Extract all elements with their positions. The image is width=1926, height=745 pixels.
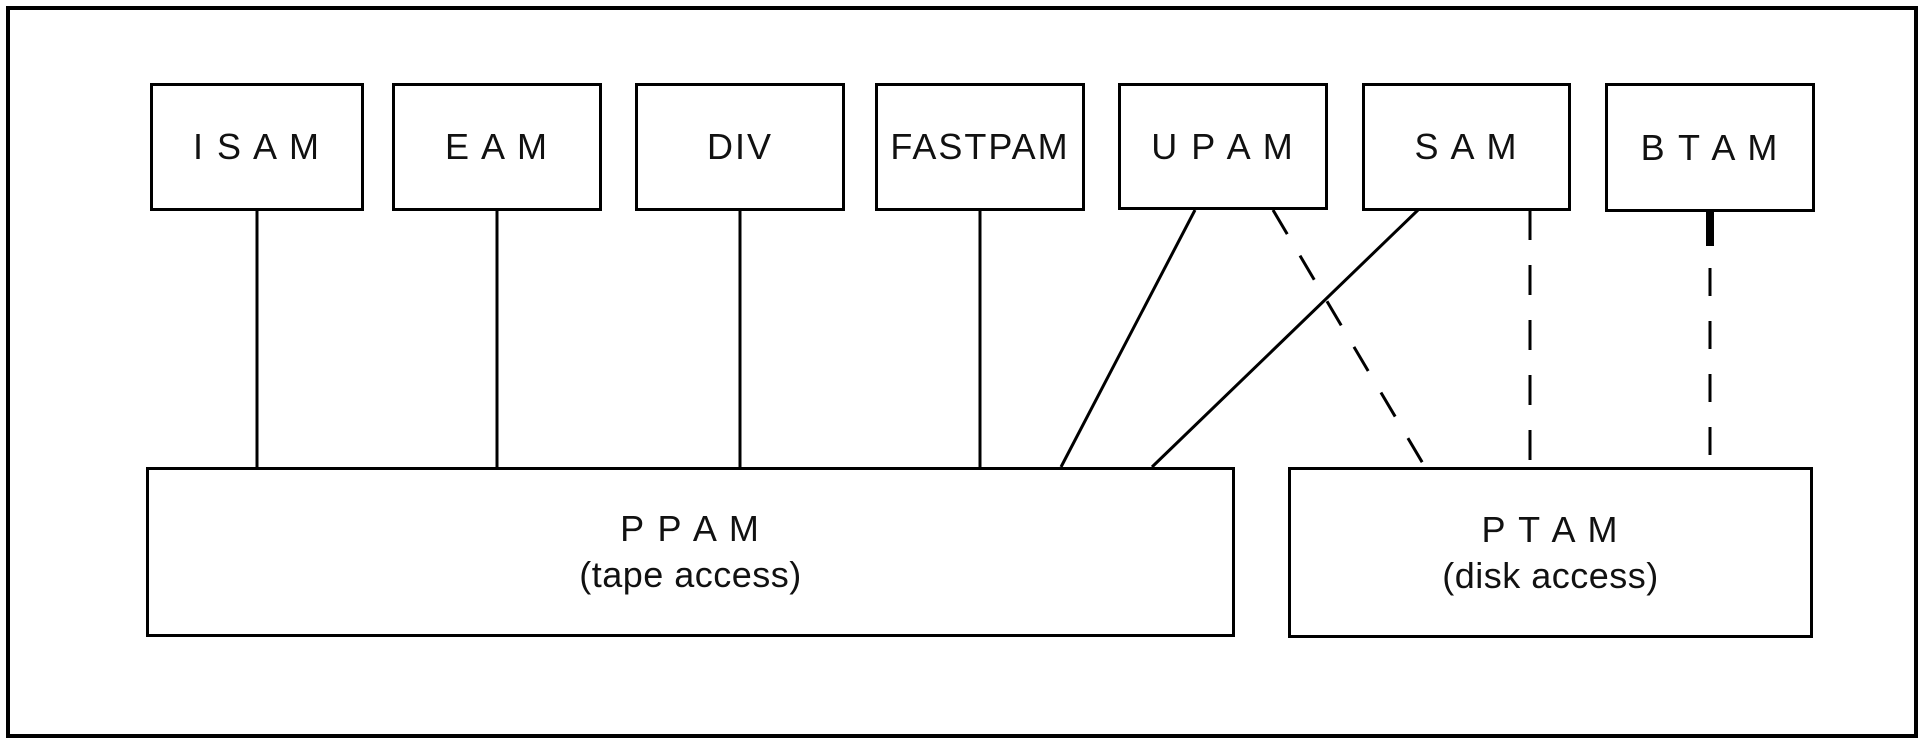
node-sam-label: S A M: [1414, 126, 1519, 167]
node-btam: B T A M: [1605, 83, 1815, 212]
node-eam: E A M: [392, 83, 602, 211]
node-ppam-sublabel: (tape access): [579, 554, 802, 595]
node-fastpam-label: FASTPAM: [890, 126, 1070, 167]
node-div: DIV: [635, 83, 845, 211]
node-fastpam: FASTPAM: [875, 83, 1085, 211]
node-upam: U P A M: [1118, 83, 1328, 210]
node-div-label: DIV: [706, 126, 773, 167]
node-ppam: P P A M (tape access): [146, 467, 1235, 637]
edge-sam-ppam: [1150, 208, 1420, 469]
node-ptam-label: P T A M: [1481, 508, 1620, 550]
node-ppam-label: P P A M: [620, 508, 761, 549]
node-ptam: P T A M (disk access): [1288, 467, 1813, 638]
node-eam-label: E A M: [444, 126, 550, 167]
node-upam-label: U P A M: [1151, 125, 1295, 167]
node-isam: I S A M: [150, 83, 364, 211]
edge-upam-ppam: [1059, 209, 1197, 468]
node-isam-label: I S A M: [192, 126, 322, 167]
node-ptam-sublabel: (disk access): [1442, 554, 1659, 596]
node-btam-label: B T A M: [1640, 126, 1780, 168]
node-sam: S A M: [1362, 83, 1571, 211]
edge-upam-ptam: [1271, 209, 1427, 468]
